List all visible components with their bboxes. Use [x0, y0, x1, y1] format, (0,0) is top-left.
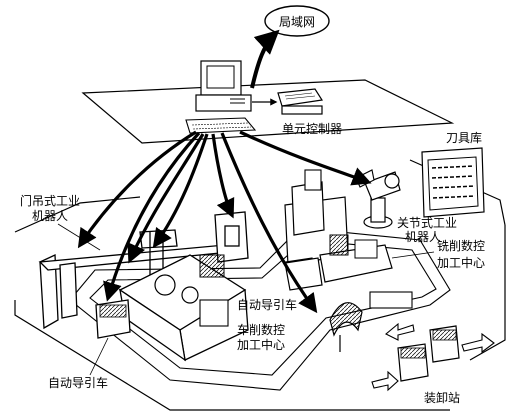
articulated-robot-label-2: 机器人	[405, 230, 441, 244]
unit-controller-label: 单元控制器	[282, 122, 342, 136]
loading-station-label: 装卸站	[424, 390, 460, 405]
printer-icon	[277, 88, 324, 115]
gantry-robot-label-1: 门吊式工业	[20, 193, 80, 208]
loading-arrow-out	[461, 332, 495, 354]
transfer-unit-icon	[329, 291, 413, 352]
lan-link-arrow	[250, 29, 280, 89]
agv-lower-label: 自动导引车	[48, 375, 108, 390]
turning-center-label-2: 加工中心	[237, 337, 285, 352]
loading-arrow-in	[371, 370, 399, 392]
agv-upper-label: 自动导引车	[237, 297, 297, 312]
tool-magazine-icon	[421, 147, 485, 218]
tool-magazine-label: 刀具库	[446, 130, 482, 145]
unit-controller-computer-icon	[185, 60, 257, 134]
articulated-robot-label-1: 关节式工业	[397, 216, 457, 230]
milling-center-label-1: 铣削数控	[437, 238, 485, 253]
gantry-robot-label-2: 机器人	[32, 209, 68, 223]
milling-center-label-2: 加工中心	[437, 255, 485, 270]
control-plane	[81, 79, 455, 144]
floor-edge	[14, 196, 141, 233]
lan-node: 局域网	[264, 5, 330, 37]
turning-center-label-1: 车削数控	[237, 322, 285, 337]
control-arrows	[77, 130, 372, 314]
loading-station-icon	[397, 325, 460, 382]
turning-center-icon	[118, 254, 249, 362]
loading-arrow-back	[385, 322, 415, 341]
lan-label: 局域网	[279, 15, 315, 29]
agv-lower-icon	[95, 299, 131, 339]
